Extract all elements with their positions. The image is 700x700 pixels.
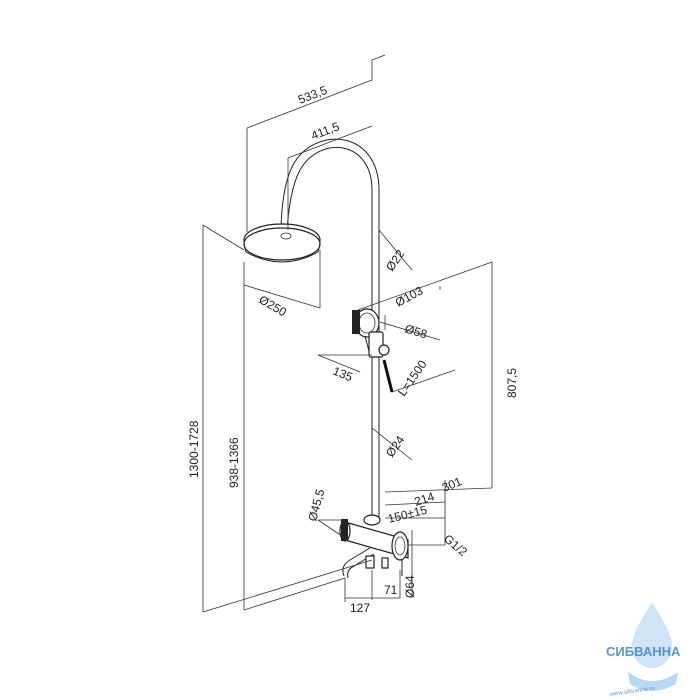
label-center-distance: 150±15 — [386, 503, 428, 526]
label-thread: G1/2 — [441, 532, 470, 560]
label-head-diameter: Ø250 — [257, 292, 290, 319]
shower-column — [243, 138, 409, 579]
label-slide-height: 938-1366 — [227, 437, 241, 488]
label-spout-127: 127 — [350, 601, 370, 615]
watermark-logo: СИБВАННА www.sibvanna.ru — [606, 602, 681, 698]
label-riser-height: 807,5 — [505, 368, 519, 398]
label-lower-pipe-diameter: Ø24 — [383, 433, 408, 460]
watermark-site: www.sibvanna.ru — [608, 686, 655, 698]
label-depth-214: 214 — [413, 489, 437, 509]
label-escutcheon-diameter: Ø64 — [403, 575, 417, 598]
label-mixer-diameter: Ø45,5 — [305, 487, 327, 523]
label-holder-diameter: Ø58 — [403, 321, 429, 341]
label-depth-301: 301 — [440, 474, 464, 495]
label-hose-length: L=1500 — [395, 357, 430, 398]
label-width-total: 533,5 — [296, 83, 329, 107]
thermostatic-mixer — [339, 514, 409, 579]
label-spout-71: 71 — [384, 583, 398, 597]
dimension-lines — [202, 54, 493, 613]
label-hand-shower-diameter: Ø103 — [393, 283, 426, 309]
label-overall-height: 1300-1728 — [187, 420, 201, 478]
head-shower — [243, 223, 321, 263]
watermark-text: СИБВАННА — [606, 644, 681, 659]
label-holder-depth: 135 — [331, 364, 355, 385]
